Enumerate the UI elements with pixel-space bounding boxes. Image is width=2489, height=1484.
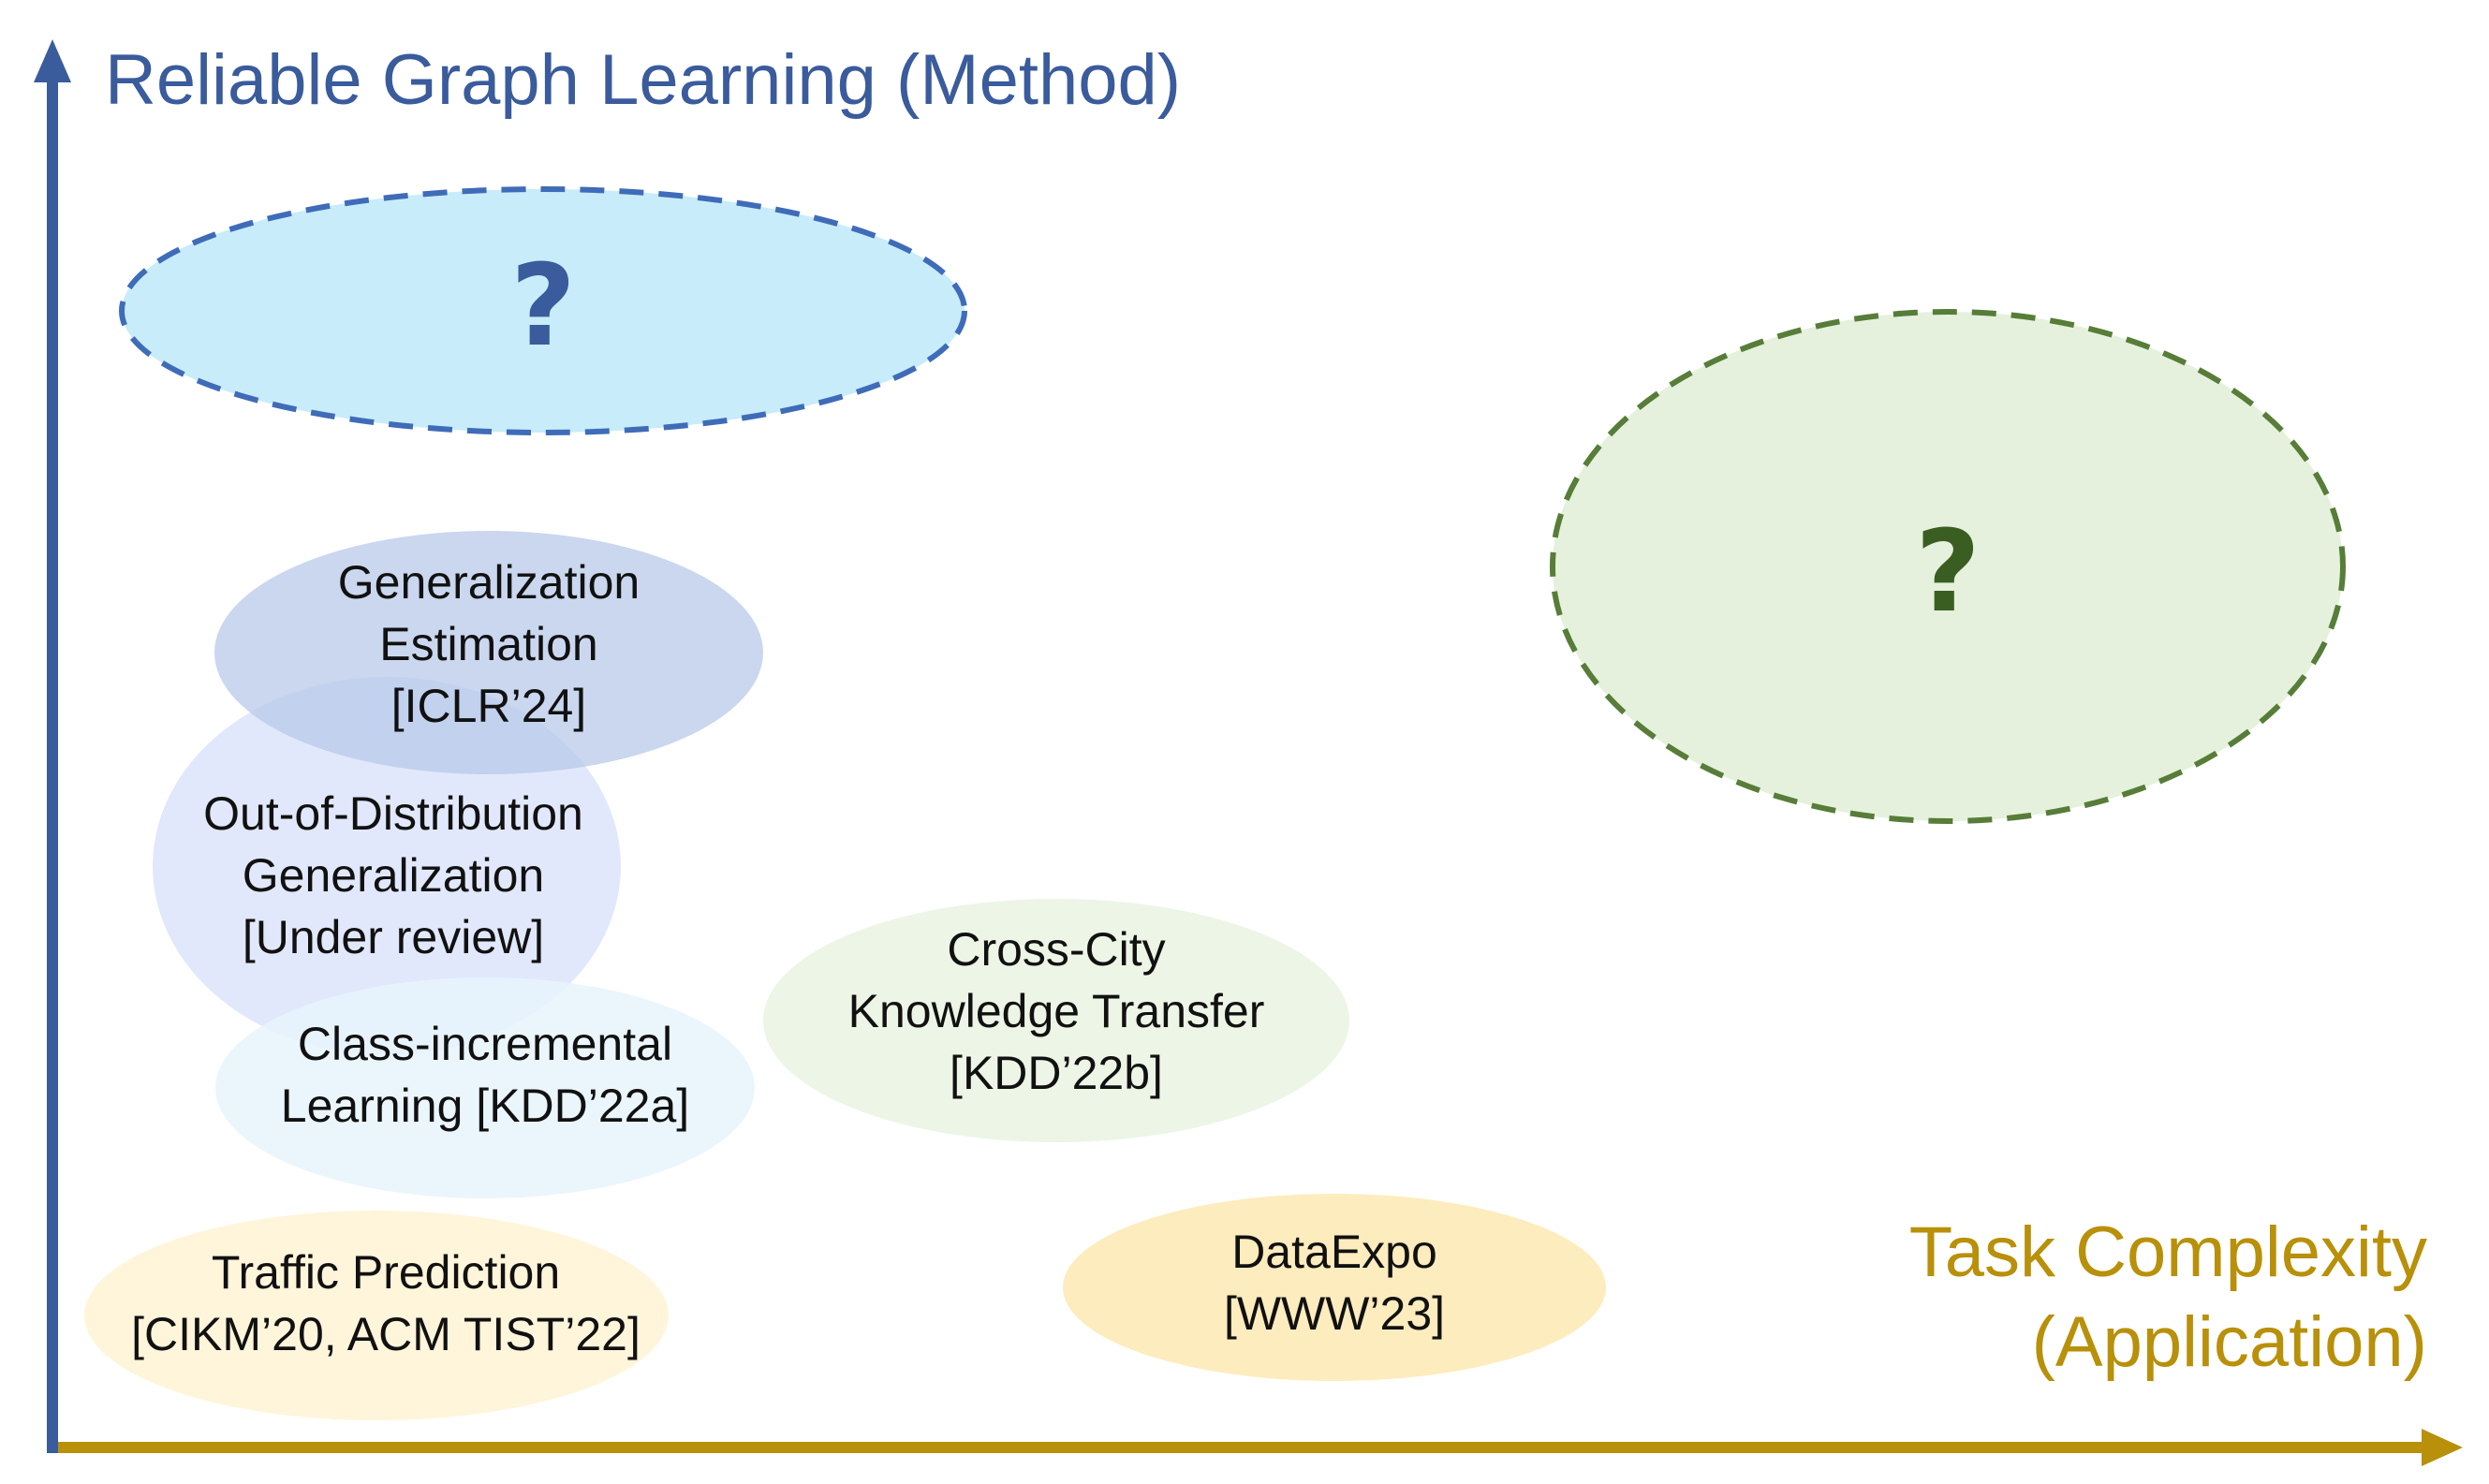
label-line: Learning [KDD’22a] [280, 1080, 690, 1132]
y-axis-arrowhead [34, 39, 71, 82]
x-axis-title-line: (Application) [2031, 1302, 2427, 1382]
label-line: DataExpo [1231, 1226, 1437, 1278]
method-unknown-ellipse [119, 186, 967, 435]
class-incremental-label: Class-incremental Learning [KDD’22a] [281, 1013, 689, 1137]
x-axis-title: Task Complexity (Application) [1909, 1208, 2427, 1388]
class-incremental-ellipse [215, 977, 755, 1198]
cross-city-ellipse [763, 899, 1349, 1142]
ood-generalization-label: Out-of-Distribution Generalization [Unde… [203, 783, 583, 968]
dataexpo-label: DataExpo [WWW’23] [1224, 1221, 1445, 1344]
label-line: Traffic Prediction [211, 1246, 561, 1299]
application-question-mark: ? [1915, 507, 1981, 638]
y-axis-title: Reliable Graph Learning (Method) [105, 40, 1182, 120]
label-line: [ICLR’24] [390, 680, 587, 732]
x-axis-title-line: Task Complexity [1908, 1212, 2427, 1292]
dataexpo-ellipse [1063, 1194, 1606, 1381]
label-line: Generalization [337, 556, 641, 609]
generalization-estimation-ellipse [214, 531, 763, 774]
cross-city-label: Cross-City Knowledge Transfer [KDD’22b] [848, 918, 1265, 1104]
method-question-mark: ? [510, 242, 576, 372]
label-line: Class-incremental [297, 1018, 673, 1070]
traffic-prediction-label: Traffic Prediction [CIKM’20, ACM TIST’22… [131, 1242, 641, 1365]
label-line: Out-of-Distribution [203, 787, 583, 840]
label-line: Estimation [379, 618, 598, 670]
label-line: [Under review] [242, 911, 545, 963]
generalization-estimation-label: Generalization Estimation [ICLR’24] [338, 551, 640, 737]
label-line: [WWW’23] [1223, 1287, 1446, 1340]
label-line: [KDD’22b] [950, 1047, 1163, 1099]
label-line: [CIKM’20, ACM TIST’22] [131, 1308, 641, 1360]
label-line: Knowledge Transfer [847, 985, 1265, 1037]
traffic-prediction-ellipse [84, 1211, 669, 1420]
application-unknown-ellipse [1550, 309, 2346, 824]
label-line: Cross-City [947, 923, 1166, 976]
x-axis-arrowhead [2422, 1429, 2463, 1466]
label-line: Generalization [242, 849, 545, 902]
